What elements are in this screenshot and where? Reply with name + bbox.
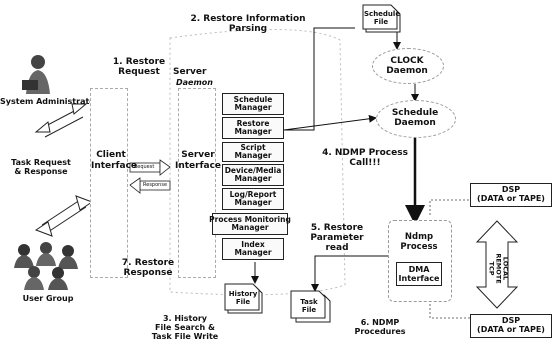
line-ndmp-dsp-top [430,200,470,215]
schedule-file: Schedule File [360,4,406,34]
schedule-file-label: Schedule File [364,10,398,26]
line-to-task-file [315,256,395,290]
device-media-manager: Device/Media Manager [222,164,284,186]
step-1: 1. Restore Request [104,57,174,77]
local-remote-label: LOCAL REMOTE TCP [488,249,509,289]
line-to-schedule-daemon [284,118,375,130]
task-file: Task File [288,290,334,324]
task-request-label: Task Request & Response [6,158,76,176]
line-ndmp-dsp-bottom [430,300,470,318]
response-label: Response [143,182,167,188]
client-interface [90,88,128,278]
step-5: 5. Restore Parameter read [302,223,372,253]
history-file: History File [222,283,268,315]
step-4: 4. NDMP Process Call!!! [305,148,425,168]
restore-manager: Restore Manager [222,117,284,139]
usergroup-arrow [36,196,92,236]
dma-interface-label: DMA Interface [396,265,442,283]
server-title: Server [173,67,206,77]
server-interface-label: Server Interface [172,150,224,172]
schedule-daemon-label: Schedule Daemon [376,108,454,128]
step-7: 7. Restore Response [108,258,188,278]
schedule-manager: Schedule Manager [222,93,284,115]
server-sub: Daemon [176,78,213,87]
log-report-manager: Log/Report Manager [222,188,284,210]
sysadmin-figure [18,52,58,97]
clock-daemon-label: CLOCK Daemon [372,56,442,76]
index-manager: Index Manager [222,238,284,260]
line-to-schedule-file [284,28,355,130]
ndmp-process-label: Ndmp Process [388,232,450,252]
sysadmin-arrow [36,104,86,137]
client-interface-label: Client Interface [91,150,131,172]
user-group-figure [12,240,80,290]
step-2: 2. Restore Information Parsing [182,14,314,34]
user-group-label: User Group [18,294,78,303]
request-label: Request [134,164,154,170]
task-file-label: Task File [292,298,326,314]
history-file-label: History File [226,290,260,306]
script-manager: Script Manager [222,142,284,162]
sysadmin-label: System Administrator [0,97,98,106]
process-monitoring-manager: Process Monitoring Manager [212,213,288,235]
step-3: 3. History File Search & Task File Write [140,314,230,341]
dsp-top-label: DSP (DATA or TAPE) [470,185,552,203]
dsp-bottom-label: DSP (DATA or TAPE) [470,316,552,334]
server-interface [178,88,216,278]
step-6: 6. NDMP Procedures [345,318,415,336]
